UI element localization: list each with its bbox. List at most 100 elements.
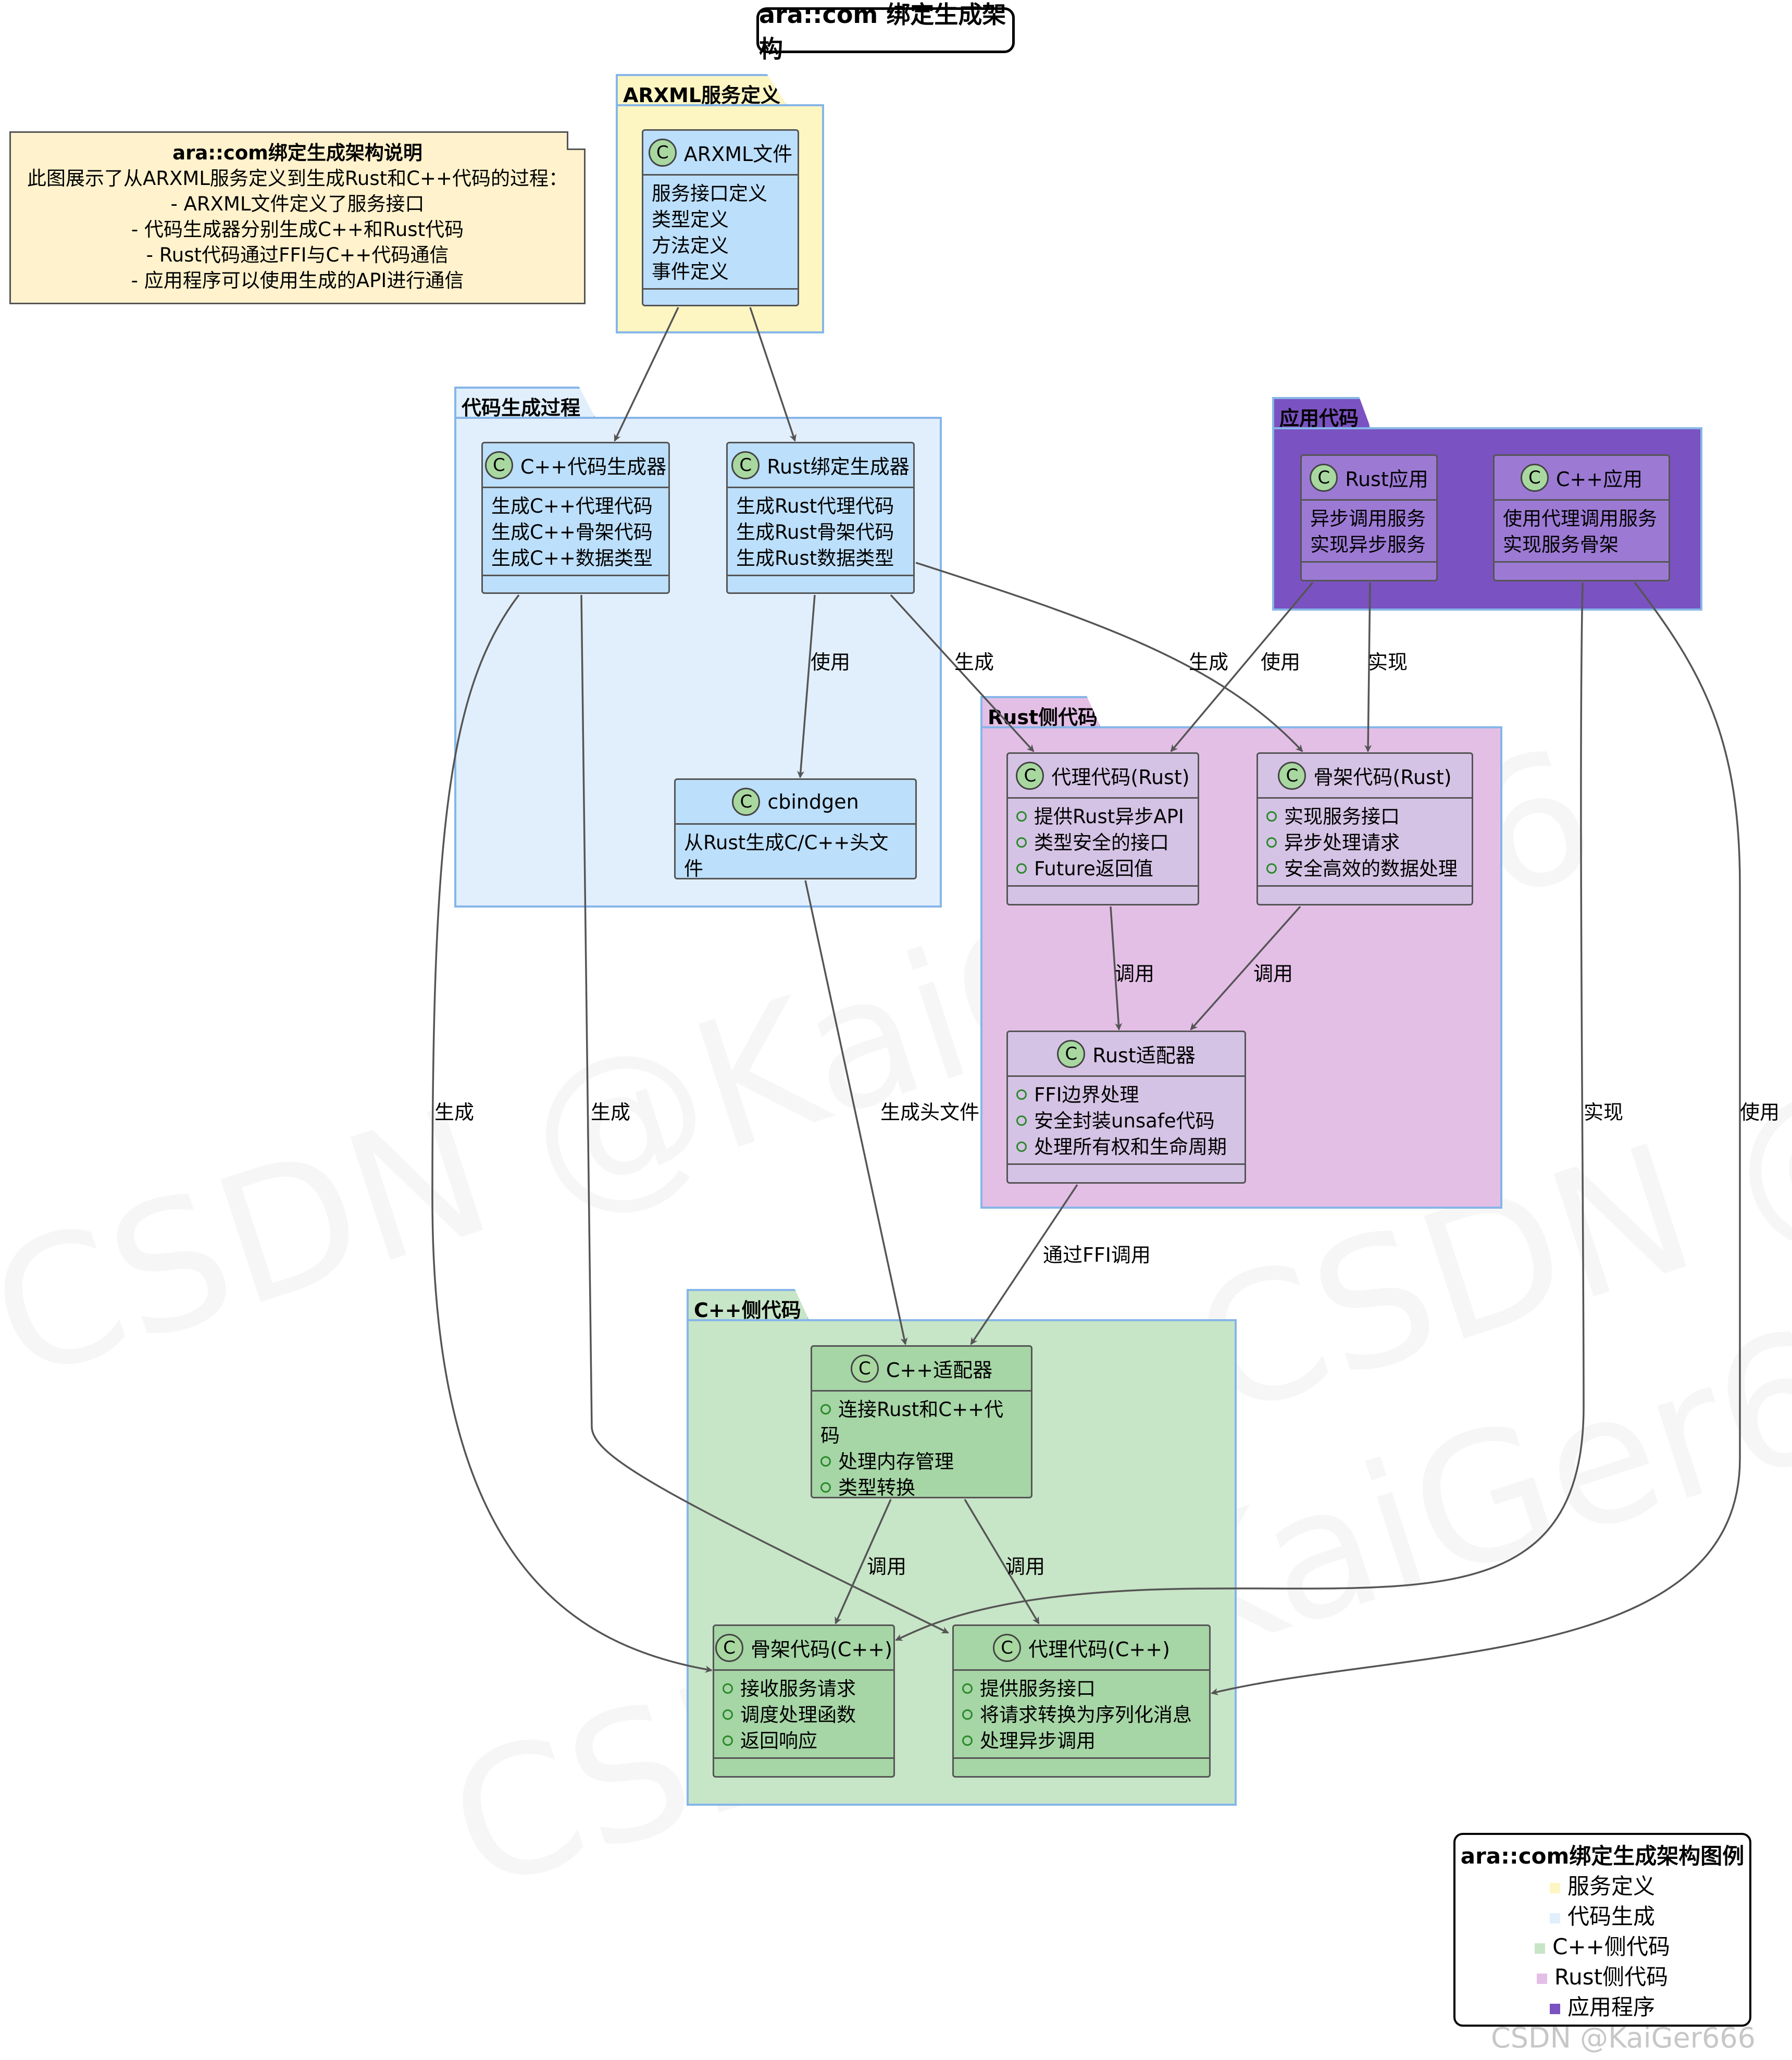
class-item: 使用代理调用服务: [1503, 507, 1657, 530]
class-item: 异步处理请求: [1266, 830, 1463, 856]
class-item: 生成Rust数据类型: [736, 547, 894, 569]
diagram-title: ara::com 绑定生成架构: [756, 1, 1015, 63]
edge-label: 调用: [1253, 962, 1293, 985]
note-line: 此图展示了从ARXML服务定义到生成Rust和C++代码的过程：: [27, 167, 568, 190]
legend: ara::com绑定生成架构图例 服务定义 代码生成 C++侧代码 Rust侧代…: [1453, 1833, 1751, 2027]
public-field-icon: [1016, 1115, 1027, 1126]
public-field-icon: [1266, 863, 1277, 874]
class-name: 骨架代码(Rust): [1313, 766, 1452, 789]
public-field-icon: [1016, 811, 1027, 822]
class-item: 安全封装unsafe代码: [1016, 1108, 1236, 1134]
legend-item: 服务定义: [1455, 1871, 1749, 1902]
class-item: 实现服务接口: [1266, 804, 1463, 830]
watermark-credit: CSDN @KaiGer666: [1491, 2021, 1756, 2054]
class-badge-icon: C: [648, 138, 677, 167]
class-item: 方法定义: [652, 234, 729, 257]
public-field-icon: [723, 1709, 733, 1720]
edge-label: 生成: [434, 1101, 475, 1124]
class-item: 将请求转换为序列化消息: [962, 1702, 1201, 1728]
package-tab-rust: Rust侧代码: [980, 696, 1101, 728]
package-tab-codegen: 代码生成过程: [454, 387, 596, 419]
package-tab-app: 应用代码: [1272, 397, 1371, 429]
edge-label: 生成: [1189, 651, 1229, 674]
class-name: C++代码生成器: [520, 455, 667, 478]
class-name: 骨架代码(C++): [751, 1638, 892, 1661]
legend-item: 代码生成: [1455, 1902, 1749, 1932]
class-badge-icon: C: [1016, 761, 1044, 790]
note-line: - 代码生成器分别生成C++和Rust代码: [131, 218, 464, 241]
public-field-icon: [1016, 1089, 1027, 1100]
class-item: 返回响应: [723, 1728, 885, 1754]
class-item: 生成C++骨架代码: [491, 521, 653, 543]
class-badge-icon: C: [993, 1633, 1022, 1662]
class-name: C++适配器: [886, 1359, 993, 1382]
class-name: 代理代码(C++): [1028, 1638, 1170, 1661]
class-item: 连接Rust和C++代码: [820, 1398, 1004, 1447]
legend-swatch: [1535, 1943, 1546, 1954]
note-box: ara::com绑定生成架构说明 此图展示了从ARXML服务定义到生成Rust和…: [9, 131, 586, 304]
legend-item: Rust侧代码: [1455, 1962, 1749, 1992]
public-field-icon: [1016, 863, 1027, 874]
class-item: 类型转换: [820, 1475, 1023, 1497]
class-name: Rust应用: [1345, 468, 1428, 491]
class-item: Future返回值: [1016, 856, 1189, 882]
note-title: ara::com绑定生成架构说明: [172, 142, 422, 164]
class-item: 提供服务接口: [962, 1676, 1201, 1702]
note-line: - 应用程序可以使用生成的API进行通信: [131, 269, 464, 292]
public-field-icon: [1266, 811, 1277, 822]
note-fold-corner: [567, 131, 586, 150]
class-badge-icon: C: [484, 451, 513, 479]
edge-label: 使用: [1740, 1101, 1780, 1124]
package-tab-cpp: C++侧代码: [687, 1289, 810, 1321]
legend-swatch: [1549, 2003, 1560, 2014]
public-field-icon: [962, 1683, 973, 1694]
legend-swatch: [1549, 1913, 1560, 1924]
edge-label: 通过FFI调用: [1043, 1244, 1151, 1267]
class-item: 服务接口定义: [652, 182, 767, 205]
legend-swatch: [1536, 1973, 1547, 1984]
class-badge-icon: C: [1057, 1039, 1086, 1068]
legend-title: ara::com绑定生成架构图例: [1460, 1843, 1745, 1869]
class-item: 异步调用服务: [1310, 507, 1426, 530]
class-item: 调度处理函数: [723, 1702, 885, 1728]
edge-label: 实现: [1584, 1101, 1624, 1124]
note-line: - ARXML文件定义了服务接口: [170, 193, 425, 215]
edge-label: 调用: [1005, 1555, 1046, 1578]
public-field-icon: [820, 1456, 831, 1467]
class-name: Rust绑定生成器: [767, 455, 910, 478]
class-badge-icon: C: [732, 787, 761, 816]
edge-label: 生成: [954, 651, 994, 674]
edge-label: 实现: [1368, 651, 1408, 674]
public-field-icon: [1266, 837, 1277, 848]
class-item: 处理所有权和生命周期: [1016, 1134, 1236, 1160]
class-item: 实现服务骨架: [1503, 533, 1619, 556]
class-item: 生成C++数据类型: [491, 547, 653, 569]
class-badge-icon: C: [731, 451, 760, 479]
public-field-icon: [820, 1482, 831, 1493]
edge-label: 使用: [1261, 651, 1301, 674]
note-line: - Rust代码通过FFI与C++代码通信: [146, 244, 449, 266]
legend-item: C++侧代码: [1455, 1932, 1749, 1962]
class-cpp-app: C C++应用 使用代理调用服务 实现服务骨架: [1493, 454, 1670, 581]
class-name: ARXML文件: [683, 143, 793, 166]
public-field-icon: [723, 1735, 733, 1746]
class-name: 代理代码(Rust): [1051, 766, 1190, 789]
class-badge-icon: C: [1520, 463, 1549, 492]
public-field-icon: [1016, 837, 1027, 848]
edge-label: 生成头文件: [880, 1101, 980, 1124]
class-item: 提供Rust异步API: [1016, 804, 1189, 830]
edge-label: 生成: [591, 1101, 631, 1124]
class-item: 从Rust生成C/C++头文件: [684, 832, 889, 879]
legend-item: 应用程序: [1455, 1992, 1749, 2022]
class-name: C++应用: [1555, 468, 1643, 491]
public-field-icon: [1016, 1141, 1027, 1152]
